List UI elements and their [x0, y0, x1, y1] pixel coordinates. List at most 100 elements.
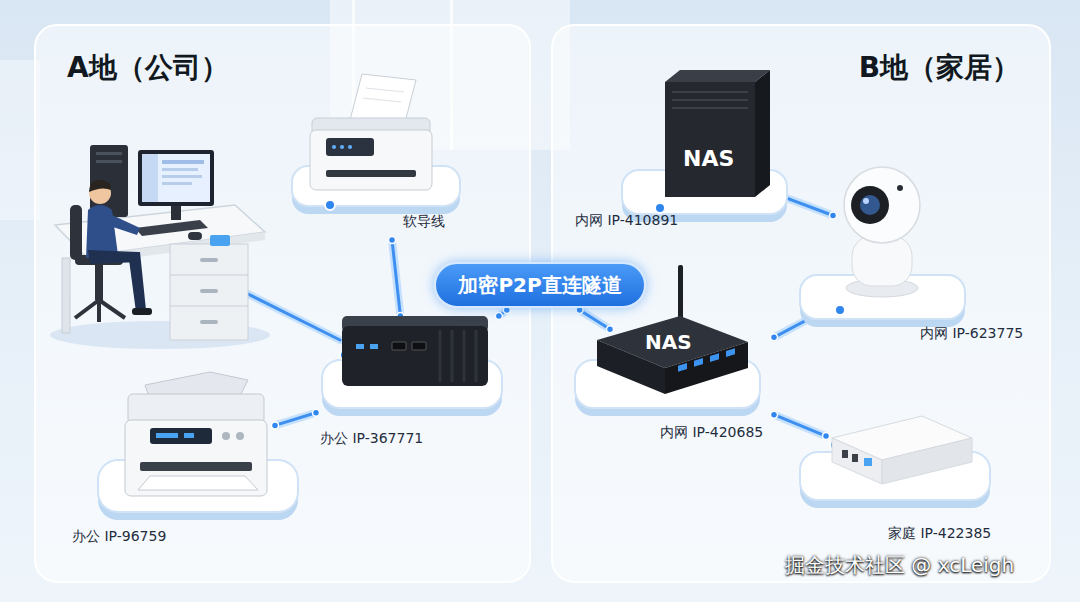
desk-scene [62, 258, 70, 333]
mfp-illustration [236, 432, 244, 440]
mini-pc-illustration [864, 458, 872, 466]
desk-scene [210, 235, 230, 246]
mini-host-illustration [392, 342, 406, 350]
mini-host-illustration [463, 330, 466, 382]
desk-scene [75, 300, 99, 318]
desk-scene [70, 205, 82, 260]
printer-illustration [325, 200, 335, 210]
link-dot [272, 422, 279, 429]
printer-illustration [326, 138, 374, 156]
link-dot [495, 313, 502, 320]
desk-scene [162, 160, 204, 164]
desk-scene [200, 258, 218, 262]
printer-illustration [366, 88, 404, 92]
network-link [580, 310, 610, 329]
desk-scene [132, 308, 152, 315]
nas-tower-illustration [672, 99, 748, 101]
desk-scene [142, 154, 210, 202]
desk-scene [170, 244, 248, 340]
nas-tower-illustration [665, 82, 755, 197]
nas-tower-illustration [655, 203, 665, 213]
printer-illustration [348, 145, 352, 149]
panel-title: A地（公司） [67, 51, 229, 85]
device-node: 内网 IP-623775 [835, 160, 1030, 346]
device-node: 家庭 IP-422385 [828, 410, 1028, 546]
link-dot [823, 433, 830, 440]
desk-scene [200, 289, 218, 293]
device-label: 内网 IP-623775 [920, 325, 1023, 342]
mini-host-illustration [370, 344, 378, 349]
router-nas-illustration [694, 358, 703, 367]
mfp-illustration [222, 432, 230, 440]
mini-host-illustration [439, 330, 442, 382]
device-node: NAS 内网 IP-410891 [572, 68, 762, 238]
link-glow [275, 413, 316, 426]
desk-scene [171, 206, 181, 220]
desk-scene [86, 205, 118, 258]
desk-scene [170, 306, 248, 307]
camera-illustration [844, 167, 920, 243]
camera-illustration [897, 185, 903, 191]
desk-scene [97, 300, 101, 322]
tunnel-pill: 加密P2P直连隧道 [434, 262, 646, 308]
desk-scene [96, 152, 122, 155]
camera-illustration [800, 167, 965, 327]
link-dot [389, 237, 396, 244]
mini-host-illustration [412, 342, 426, 350]
printer-illustration [363, 98, 401, 102]
mfp-illustration [184, 433, 194, 438]
link-glow [774, 415, 826, 436]
device-mark: NAS [683, 146, 734, 172]
network-link [392, 240, 400, 316]
watermark: 掘金技术社区 @ xcLeigh [785, 552, 1014, 579]
mini-pc-illustration [832, 438, 882, 484]
device-label: 办公 IP-96759 [72, 528, 166, 545]
device-label: 内网 IP-410891 [575, 212, 678, 229]
desk-scene [99, 300, 125, 318]
link-dot [830, 212, 837, 219]
desk-scene [162, 175, 202, 178]
tunnel-label: 加密P2P直连隧道 [458, 273, 621, 297]
mini-host-illustration [322, 316, 502, 416]
device-label: 家庭 IP-422385 [888, 525, 991, 542]
desk-scene [89, 180, 111, 192]
desk-scene [138, 150, 214, 206]
link-glow [392, 240, 400, 316]
mini-pc-illustration [882, 438, 972, 484]
link-dot [313, 409, 320, 416]
router-nas-illustration [710, 353, 719, 362]
network-link [774, 415, 826, 436]
link-dot [771, 334, 778, 341]
desk-scene [50, 145, 270, 349]
device-mark: NAS [645, 330, 692, 354]
mfp-illustration [98, 372, 298, 520]
mfp-illustration [138, 476, 258, 490]
panel-title: B地（家居） [859, 51, 1020, 85]
camera-illustration [860, 195, 880, 215]
desk-scene [188, 232, 202, 240]
desk-scene [110, 215, 140, 235]
link-glow [580, 310, 610, 329]
camera-illustration [851, 186, 889, 224]
desk-scene [96, 160, 122, 163]
mini-host-illustration [451, 330, 454, 382]
nas-tower-illustration [672, 107, 748, 109]
network-link [275, 413, 316, 426]
mfp-illustration [150, 428, 212, 444]
mini-pc-illustration [852, 454, 858, 462]
nas-tower-illustration [755, 70, 770, 197]
desk-scene [95, 265, 103, 300]
desk-scene [200, 320, 218, 324]
printer-illustration [340, 145, 344, 149]
mini-pc-illustration [842, 450, 848, 458]
device-node: NAS内网 IP-420685 [612, 312, 772, 450]
printer-illustration [326, 170, 416, 177]
nas-tower-illustration [665, 70, 770, 82]
nas-tower-illustration [622, 70, 787, 222]
desk-scene [170, 275, 248, 276]
router-nas-illustration [726, 348, 735, 357]
printer-illustration [332, 145, 336, 149]
mfp-illustration [140, 462, 252, 471]
link-dot [607, 326, 614, 333]
device-node: 办公 IP-367771 [318, 318, 498, 451]
